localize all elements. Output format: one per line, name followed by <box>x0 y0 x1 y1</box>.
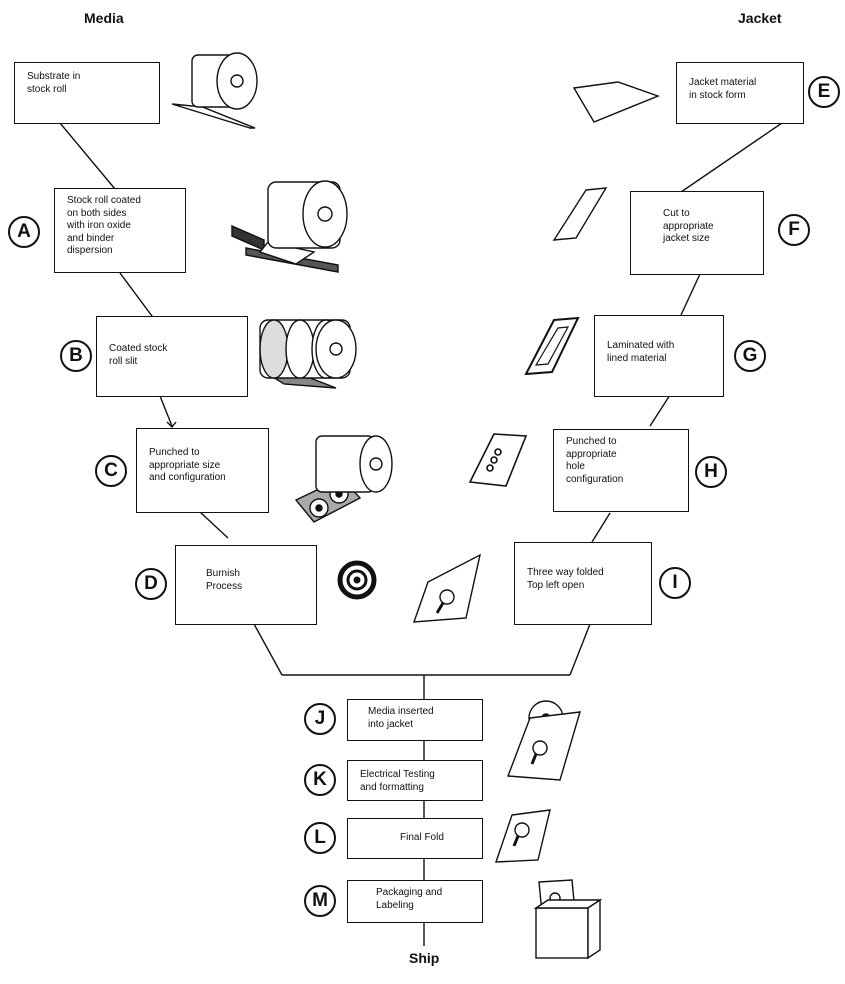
step-C-marker: C <box>95 455 127 487</box>
step-D-marker: D <box>135 568 167 600</box>
step-B-marker: B <box>60 340 92 372</box>
burnished-disk-icon <box>337 560 377 600</box>
jacket-sheet-icon <box>572 81 660 123</box>
stock-roll-icon <box>171 52 258 129</box>
step-K-marker: K <box>304 764 336 796</box>
step-J-marker: J <box>304 703 336 735</box>
punched-jacket-icon <box>468 433 528 487</box>
step-I-marker: I <box>659 567 691 599</box>
jacket-column-header: Jacket <box>738 10 782 26</box>
step-E-marker: E <box>808 76 840 108</box>
inserted-media-icon <box>507 700 581 781</box>
final-fold-icon <box>495 809 551 863</box>
media-column-header: Media <box>84 10 124 26</box>
step-H-marker: H <box>695 456 727 488</box>
step-A-marker: A <box>8 216 40 248</box>
ship-label: Ship <box>409 950 440 966</box>
packaging-box-icon <box>533 879 603 960</box>
laminated-jacket-icon <box>524 316 580 376</box>
coating-roll-icon <box>231 180 348 273</box>
connector-lines <box>59 122 783 946</box>
folded-jacket-icon <box>412 553 482 623</box>
step-L-marker: L <box>304 822 336 854</box>
step-G-marker: G <box>734 340 766 372</box>
punched-roll-icon <box>294 435 393 523</box>
slit-roll-icon <box>259 319 357 389</box>
step-M-marker: M <box>304 885 336 917</box>
assembly-step-box-L: Final Fold <box>347 818 483 859</box>
cut-jacket-icon <box>552 187 608 241</box>
step-F-marker: F <box>778 214 810 246</box>
